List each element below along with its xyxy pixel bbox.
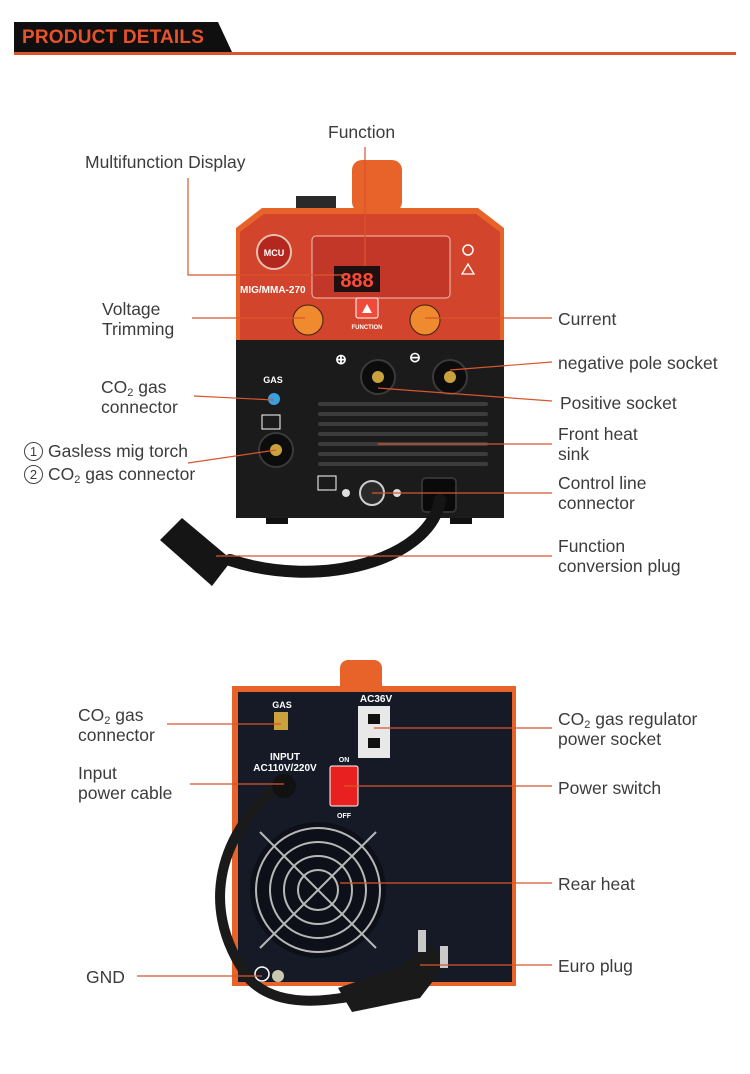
reg-subscript: 2 (584, 719, 591, 731)
callout-negative-pole-socket: negative pole socket (558, 353, 718, 373)
callout-function-conversion-plug: Function conversion plug (558, 536, 681, 576)
section-header: PRODUCT DETAILS (14, 18, 736, 58)
conversion-plug-cable (224, 494, 446, 578)
callout-current: Current (558, 309, 617, 329)
conversion-line2: conversion plug (558, 556, 681, 576)
switch-on-label: ON (339, 757, 350, 764)
option2-co: CO (48, 464, 75, 484)
reg-line2: power socket (558, 729, 662, 749)
rear-unit: GAS AC36V INPUT AC110V/220V ON OFF (215, 660, 516, 1012)
ac36v-label: AC36V (360, 694, 393, 705)
current-knob (409, 304, 441, 336)
front-gas-fitting (268, 393, 280, 405)
input-power-cable (215, 777, 365, 1006)
reg-co: CO (558, 709, 585, 729)
display-bezel (311, 235, 451, 299)
callout-multifunction-display: Multifunction Display (85, 152, 246, 172)
callout-regulator-power-socket: CO2 gas regulator power socket (558, 709, 697, 749)
header-tab: PRODUCT DETAILS (14, 22, 232, 52)
leader-lines (137, 147, 553, 977)
warning-icon (462, 244, 474, 256)
reg-rest: gas regulator (590, 709, 698, 729)
callout-function: Function (328, 122, 396, 142)
svg-text:⊖: ⊖ (409, 349, 421, 365)
callout-input-power-cable: Input power cable (78, 763, 172, 803)
function-button-label: FUNCTION (352, 325, 383, 331)
control-line1: Control line (558, 473, 647, 493)
rear-gas-text: gas (110, 705, 144, 725)
voltage-knob (292, 304, 324, 336)
caution-icon (460, 262, 476, 275)
fan-guard (255, 827, 381, 953)
option1-text: Gasless mig torch (48, 441, 189, 461)
header-title: PRODUCT DETAILS (22, 27, 205, 48)
svg-text:⊕: ⊕ (335, 351, 347, 367)
option2-rest: gas connector (80, 464, 196, 484)
co2-subscript: 2 (127, 387, 134, 399)
mcu-logo-text: MCU (264, 248, 285, 258)
front-unit: MCU MIG/MMA-270 888 FUNCTION ⊕ ⊖ GAS (160, 160, 504, 586)
heat-sink-line1: Front heat (558, 424, 638, 444)
callout-positive-socket: Positive socket (560, 393, 677, 413)
mcu-logo (256, 234, 292, 270)
option2-subscript: 2 (74, 474, 81, 486)
callout-gasless-mig-torch: 1 Gasless mig torch (24, 441, 188, 461)
gnd-terminal (254, 966, 270, 982)
heat-sink-line2: sink (558, 444, 590, 464)
conversion-line1: Function (558, 536, 626, 556)
callout-euro-plug: Euro plug (558, 956, 633, 976)
callout-rear-co2-gas-connector: CO2 gas connector (78, 705, 155, 745)
option2-number: 2 (24, 465, 43, 484)
input-line1: Input (78, 763, 117, 783)
connector-text: connector (101, 397, 178, 417)
header-divider (14, 52, 736, 55)
euro-plug (338, 944, 446, 1012)
callout-voltage-line2: Trimming (102, 319, 175, 339)
regulator-socket (358, 706, 390, 758)
switch-off-label: OFF (337, 813, 352, 820)
input-label-2: AC110V/220V (253, 763, 317, 774)
callout-rear-heat: Rear heat (558, 874, 635, 894)
callout-gnd: GND (86, 967, 125, 987)
callout-front-heat-sink: Front heat sink (558, 424, 638, 464)
display-digits: 888 (340, 270, 373, 292)
control-line2: connector (558, 493, 635, 513)
gas-text: gas (133, 377, 167, 397)
rear-gas-label: GAS (272, 700, 292, 710)
callout-power-switch: Power switch (558, 778, 662, 798)
rear-co2-text: CO (78, 705, 105, 725)
callout-front-co2-gas-connector: CO2 gas connector (101, 377, 178, 417)
model-label: MIG/MMA-270 (240, 285, 306, 296)
display-screen (334, 266, 380, 292)
callout-voltage-line1: Voltage (102, 299, 161, 319)
front-gas-label: GAS (263, 375, 283, 385)
input-label-1: INPUT (270, 752, 300, 763)
option1-number: 1 (24, 442, 43, 461)
rear-connector-text: connector (78, 725, 155, 745)
callout-voltage-trimming: Voltage Trimming (102, 299, 174, 339)
conversion-plug (160, 518, 232, 586)
co2-text: CO (101, 377, 128, 397)
rear-gas-fitting (274, 712, 288, 730)
callout-control-line-connector: Control line connector (558, 473, 647, 513)
input-line2: power cable (78, 783, 173, 803)
rear-co2-subscript: 2 (104, 715, 111, 727)
front-handle (352, 160, 402, 212)
